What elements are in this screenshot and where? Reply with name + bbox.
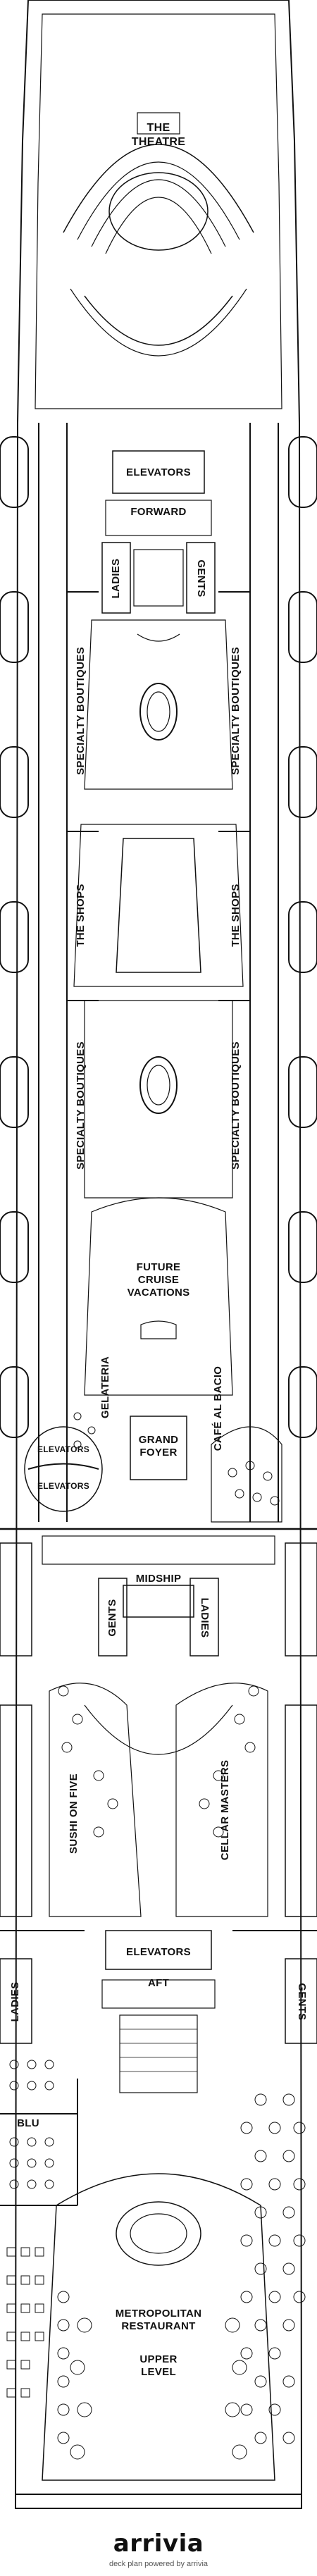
label-ladies-aft: LADIES xyxy=(9,1981,21,2022)
grand-foyer-box xyxy=(130,1416,187,1480)
atrium-oval-2 xyxy=(139,1056,178,1114)
label-ladies-forward: LADIES xyxy=(110,558,122,599)
arrivia-logo: arrivia xyxy=(113,2529,204,2558)
midship-box xyxy=(123,1585,194,1618)
atrium-oval-1 xyxy=(139,683,178,741)
lifeboats-left xyxy=(0,436,29,1438)
label-gents-forward: GENTS xyxy=(195,559,207,597)
label-upper-level: UPPER LEVEL xyxy=(139,2353,178,2378)
label-elevators-forward: ELEVATORS xyxy=(126,466,191,478)
label-sushi-on-five: SUSHI ON FIVE xyxy=(68,1773,80,1854)
label-aft: AFT xyxy=(147,1977,170,1989)
label-elevators-side-2: ELEVATORS xyxy=(37,1481,90,1491)
label-specialty-boutiques-left-2: SPECIALTY BOUTIQUES xyxy=(75,1041,87,1170)
label-cafe-al-bacio: CAFÉ AL BACIO xyxy=(212,1366,224,1451)
theatre-seating xyxy=(63,144,254,233)
label-specialty-boutiques-right-2: SPECIALTY BOUTIQUES xyxy=(230,1041,242,1170)
label-elevators-side-1: ELEVATORS xyxy=(37,1444,90,1454)
elevators-forward-box xyxy=(112,450,205,494)
label-grand-foyer: GRAND FOYER xyxy=(138,1434,179,1459)
promenade-center xyxy=(116,838,201,973)
label-cellar-masters: CELLAR MASTERS xyxy=(219,1759,231,1861)
lifeboats-right xyxy=(288,436,317,1438)
gents-aft-box xyxy=(285,1958,317,2044)
label-forward: FORWARD xyxy=(130,506,187,518)
ladies-forward-box xyxy=(101,542,131,614)
gents-forward-box xyxy=(186,542,216,614)
label-ladies-midship: LADIES xyxy=(199,1597,211,1638)
hull-outline xyxy=(14,0,303,2509)
metropolitan-restaurant xyxy=(42,2173,275,2481)
elevators-mid-circle xyxy=(24,1426,103,1512)
label-midship: MIDSHIP xyxy=(135,1573,182,1585)
powered-by-text: deck plan powered by arrivia xyxy=(108,2560,209,2568)
label-future-cruise-vacations: FUTURE CRUISE VACATIONS xyxy=(127,1261,190,1299)
label-specialty-boutiques-left-1: SPECIALTY BOUTIQUES xyxy=(75,647,87,775)
gents-mid-box xyxy=(98,1578,128,1657)
label-theatre: THE THEATRE xyxy=(131,122,186,148)
elevators-aft-box xyxy=(105,1930,212,1970)
ladies-aft-box xyxy=(0,1958,32,2044)
label-gents-midship: GENTS xyxy=(106,1599,118,1637)
label-the-shops-left: THE SHOPS xyxy=(75,884,87,947)
label-the-shops-right: THE SHOPS xyxy=(230,884,242,947)
label-gents-aft: GENTS xyxy=(296,1983,308,2021)
label-metropolitan-restaurant: METROPOLITAN RESTAURANT xyxy=(115,2308,202,2332)
ladies-mid-box xyxy=(189,1578,219,1657)
label-elevators-aft: ELEVATORS xyxy=(126,1946,191,1958)
label-blu: BLU xyxy=(17,2117,39,2129)
label-gelateria: GELATERIA xyxy=(99,1356,111,1419)
label-specialty-boutiques-right-1: SPECIALTY BOUTIQUES xyxy=(230,647,242,775)
